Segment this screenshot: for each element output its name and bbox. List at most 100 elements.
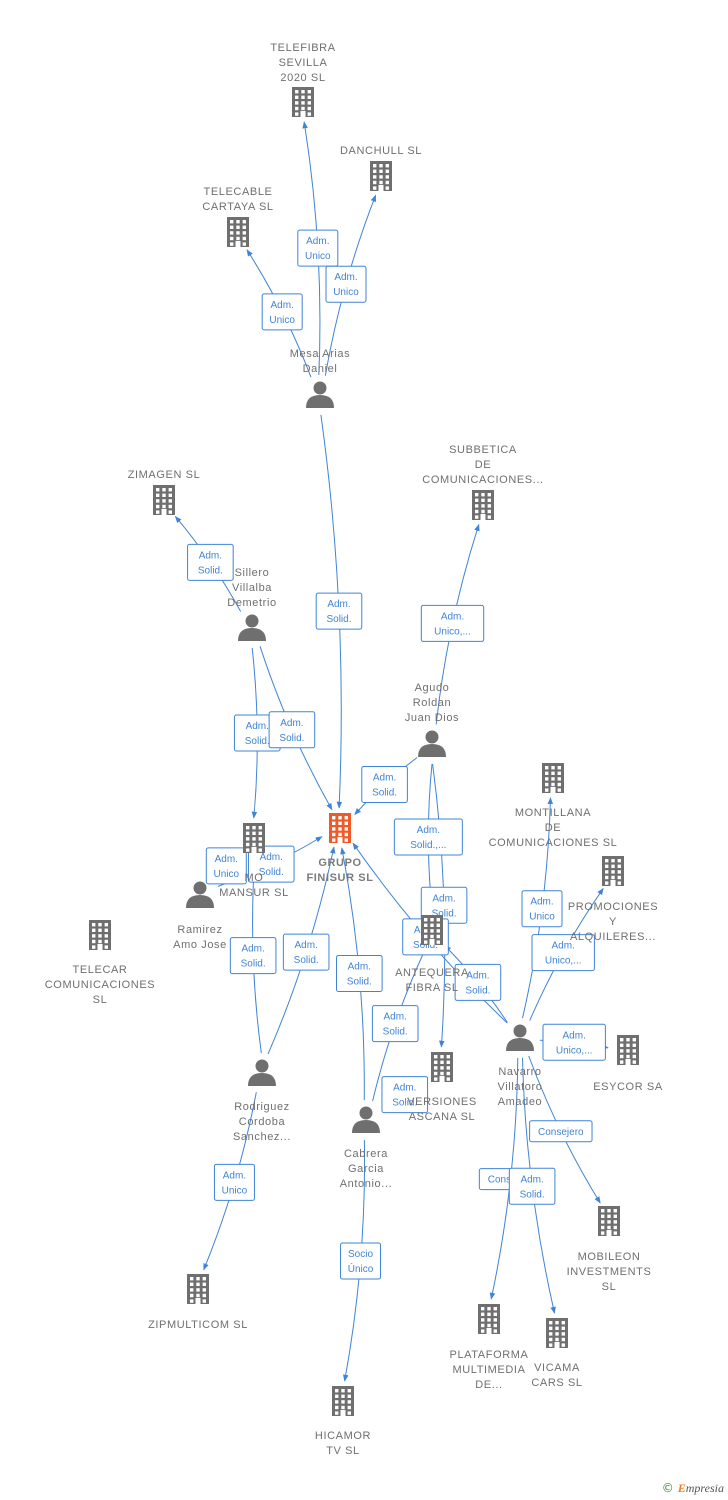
node-label-line: Amo Jose	[173, 939, 227, 951]
node-subbetica[interactable]: SUBBETICADECOMUNICACIONES...	[422, 444, 543, 520]
building-icon	[542, 763, 564, 793]
edge-label-box	[282, 933, 330, 971]
node-rodriguez[interactable]: RodriguezCordobaSanchez...	[233, 1059, 291, 1144]
node-label-line: MONTILLANA	[515, 807, 591, 819]
edge-label-mesa-grupo[interactable]: Adm.Solid.	[315, 592, 363, 630]
building-window	[446, 1077, 450, 1081]
building-window	[436, 934, 440, 939]
building-window	[632, 1060, 636, 1064]
edge-label-navarro-montillana[interactable]: Adm.Unico	[521, 890, 563, 928]
edge-label-text: Adm.	[306, 236, 329, 247]
edge-label-box	[371, 1005, 419, 1043]
building-window	[557, 788, 561, 792]
node-plataforma[interactable]: PLATAFORMAMULTIMEDIADE...	[450, 1304, 529, 1391]
building-door	[378, 185, 384, 191]
edge-label-text: Adm.	[373, 772, 396, 783]
building-window	[301, 90, 305, 94]
node-label-line: Villalba	[232, 582, 272, 594]
node-label-line: CARTAYA SL	[202, 201, 273, 213]
edge-label-mesa-danchull[interactable]: Adm.Unico	[325, 265, 367, 303]
building-window	[347, 1405, 351, 1410]
edge-label-navarro-antequera[interactable]: Adm.Solid.	[454, 963, 502, 1001]
edge-label-ramirez-mansur[interactable]: Adm.Unico	[205, 847, 247, 885]
footer-brand[interactable]: ©Empresia	[662, 1481, 724, 1496]
edge-label-text: Solid.,...	[410, 840, 446, 851]
building-window	[385, 164, 389, 168]
node-danchull[interactable]: DANCHULL SL	[340, 145, 422, 191]
building-icon	[227, 217, 249, 247]
person-head	[193, 881, 207, 895]
building-window	[385, 175, 389, 179]
building-window	[493, 1329, 497, 1333]
building-window	[104, 934, 108, 938]
edge-label-mesa-telefibra[interactable]: Adm.Unico	[297, 229, 339, 267]
node-esycor[interactable]: ESYCOR SA	[593, 1035, 663, 1093]
edge-label-agudo-subbetica[interactable]: Adm.Unico,...	[420, 604, 485, 642]
edge-label-navarro-esycor[interactable]: Adm.Unico,...	[542, 1023, 606, 1061]
node-cabrera[interactable]: CabreraGarciaAntonio...	[340, 1106, 392, 1191]
building-window	[332, 821, 336, 825]
node-label-line: COMUNICACIONES	[45, 979, 155, 991]
edge-label-agudo-antequera[interactable]: Adm.Solid.,...	[393, 818, 463, 856]
building-window	[611, 875, 615, 880]
edge-label-box	[229, 937, 277, 975]
edge-label-rodriguez-zipmulticom[interactable]: Adm.Unico	[213, 1163, 255, 1201]
edge-label-navarro-promociones[interactable]: Adm.Unico,...	[531, 934, 595, 972]
building-window	[555, 1326, 559, 1330]
edge-label-navarro-mobileon[interactable]: Consejero	[529, 1120, 593, 1143]
edge-label-mesa-telecable[interactable]: Adm.Unico	[261, 293, 303, 331]
edge-label-rodriguez-grupo[interactable]: Adm.Solid.	[282, 933, 330, 971]
edge-label-ramirez-grupo[interactable]: Adm.Solid.	[247, 845, 295, 883]
building-window	[162, 488, 166, 492]
building-window	[92, 945, 96, 949]
edge-label-cabrera-antequera[interactable]: Adm.Solid.	[371, 1005, 419, 1043]
building-window	[92, 934, 96, 938]
edge-label-text: Unico,...	[556, 1045, 593, 1056]
building-window	[230, 220, 234, 224]
edge-label-sillero-zimagen[interactable]: Adm.Solid.	[187, 543, 234, 581]
node-label-line: ANTEQUERA	[395, 967, 469, 979]
building-window	[379, 180, 383, 185]
building-window	[307, 90, 311, 94]
node-label-line: HICAMOR	[315, 1430, 371, 1442]
node-promociones[interactable]: PROMOCIONESYALQUILERES...	[568, 856, 658, 943]
node-zimagen[interactable]: ZIMAGEN SL	[128, 469, 201, 515]
building-window	[605, 881, 609, 885]
edge-label-navarro-vicama[interactable]: Adm.Solid.	[508, 1167, 556, 1205]
building-window	[493, 1307, 497, 1311]
edge-label-cabrera-grupo[interactable]: Adm.Solid.	[336, 954, 383, 992]
building-window	[98, 923, 102, 927]
building-window	[98, 939, 102, 944]
edge-label-box	[336, 954, 383, 992]
edge-label-text: Solid.	[279, 733, 304, 744]
building-window	[493, 1318, 497, 1322]
edge-label-agudo-grupo[interactable]: Adm.Solid.	[361, 765, 408, 803]
building-window	[202, 1288, 206, 1292]
node-label-line: Demetrio	[227, 597, 276, 609]
edge-label-sillero-grupo[interactable]: Adm.Solid.	[268, 711, 316, 749]
node-zipmulticom[interactable]: ZIPMULTICOM SL	[148, 1274, 248, 1331]
edge-label-rodriguez-mansur[interactable]: Adm.Solid.	[229, 937, 277, 975]
building-window	[626, 1038, 630, 1042]
node-label-line: Amadeo	[498, 1096, 543, 1108]
edge-label-cabrera-inversiones[interactable]: Adm.Solid.	[381, 1076, 429, 1114]
building-window	[258, 837, 262, 841]
node-label-line: ZIMAGEN SL	[128, 469, 201, 481]
